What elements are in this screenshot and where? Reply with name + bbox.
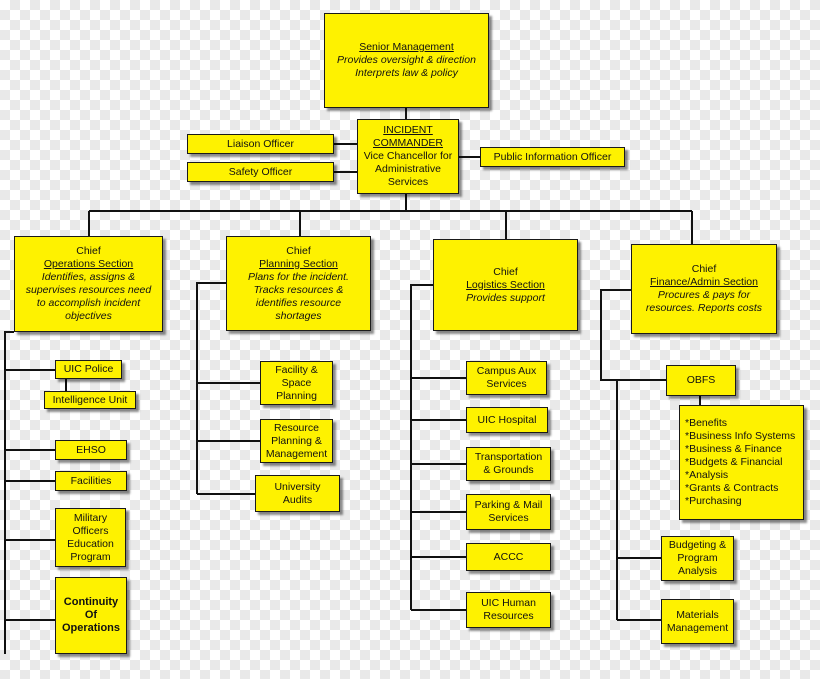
- finance-unit-budgeting: Budgeting & Program Analysis: [661, 536, 734, 581]
- senior-management-box: Senior Management Provides oversight & d…: [324, 13, 489, 108]
- planning-section-title: Planning Section: [259, 257, 338, 270]
- incident-commander-box: INCIDENT COMMANDER Vice Chancellor for A…: [357, 119, 459, 194]
- logistics-unit-parking-mail: Parking & Mail Services: [466, 494, 551, 530]
- operations-chief: Chief: [76, 245, 101, 257]
- operations-section-desc: Identifies, assigns & supervises resourc…: [25, 271, 152, 322]
- finance-unit-materials: Materials Management: [661, 599, 734, 644]
- safety-officer-box: Safety Officer: [187, 162, 334, 182]
- logistics-unit-hospital: UIC Hospital: [466, 407, 548, 433]
- operations-section-box: Chief Operations Section Identifies, ass…: [14, 236, 163, 332]
- ops-unit-ehso: EHSO: [55, 440, 127, 460]
- liaison-officer-box: Liaison Officer: [187, 134, 334, 154]
- logistics-unit-human-resources: UIC Human Resources: [466, 592, 551, 628]
- logistics-unit-campus-aux: Campus Aux Services: [466, 361, 547, 395]
- logistics-section-desc: Provides support: [466, 291, 545, 304]
- planning-chief: Chief: [286, 244, 311, 257]
- ops-unit-facilities: Facilities: [55, 471, 127, 491]
- logistics-unit-transportation: Transportation & Grounds: [466, 447, 551, 481]
- ops-unit-military-officers: Military Officers Education Program: [55, 508, 126, 567]
- finance-section-title: Finance/Admin Section: [650, 276, 758, 288]
- incident-commander-title: INCIDENT COMMANDER: [373, 124, 443, 149]
- planning-unit-facility-space: Facility & Space Planning: [260, 361, 333, 405]
- logistics-section-title: Logistics Section: [466, 278, 545, 291]
- planning-section-box: Chief Planning Section Plans for the inc…: [226, 236, 371, 331]
- ops-unit-intelligence: Intelligence Unit: [44, 391, 136, 409]
- planning-unit-audits: University Audits: [255, 475, 340, 512]
- planning-unit-resource: Resource Planning & Management: [260, 419, 333, 463]
- operations-section-title: Operations Section: [43, 258, 134, 270]
- senior-management-title: Senior Management: [359, 41, 454, 53]
- logistics-chief: Chief: [493, 265, 518, 278]
- logistics-unit-accc: ACCC: [466, 543, 551, 571]
- public-information-officer-box: Public Information Officer: [480, 147, 625, 167]
- senior-management-line1: Provides oversight & direction: [337, 54, 476, 66]
- incident-commander-body: Vice Chancellor for Administrative Servi…: [363, 150, 453, 188]
- ops-unit-continuity: Continuity Of Operations: [55, 577, 127, 654]
- finance-unit-obfs-list: *Benefits *Business Info Systems *Busine…: [679, 405, 804, 520]
- finance-section-desc: Procures & pays for resources. Reports c…: [645, 289, 763, 314]
- logistics-section-box: Chief Logistics Section Provides support: [433, 239, 578, 331]
- finance-admin-section-box: Chief Finance/Admin Section Procures & p…: [631, 244, 777, 334]
- finance-chief: Chief: [691, 263, 717, 275]
- planning-section-desc: Plans for the incident. Tracks resources…: [248, 270, 349, 322]
- ops-unit-uic-police: UIC Police: [55, 360, 122, 379]
- finance-unit-obfs: OBFS: [666, 365, 736, 396]
- senior-management-line2: Interprets law & policy: [355, 67, 458, 79]
